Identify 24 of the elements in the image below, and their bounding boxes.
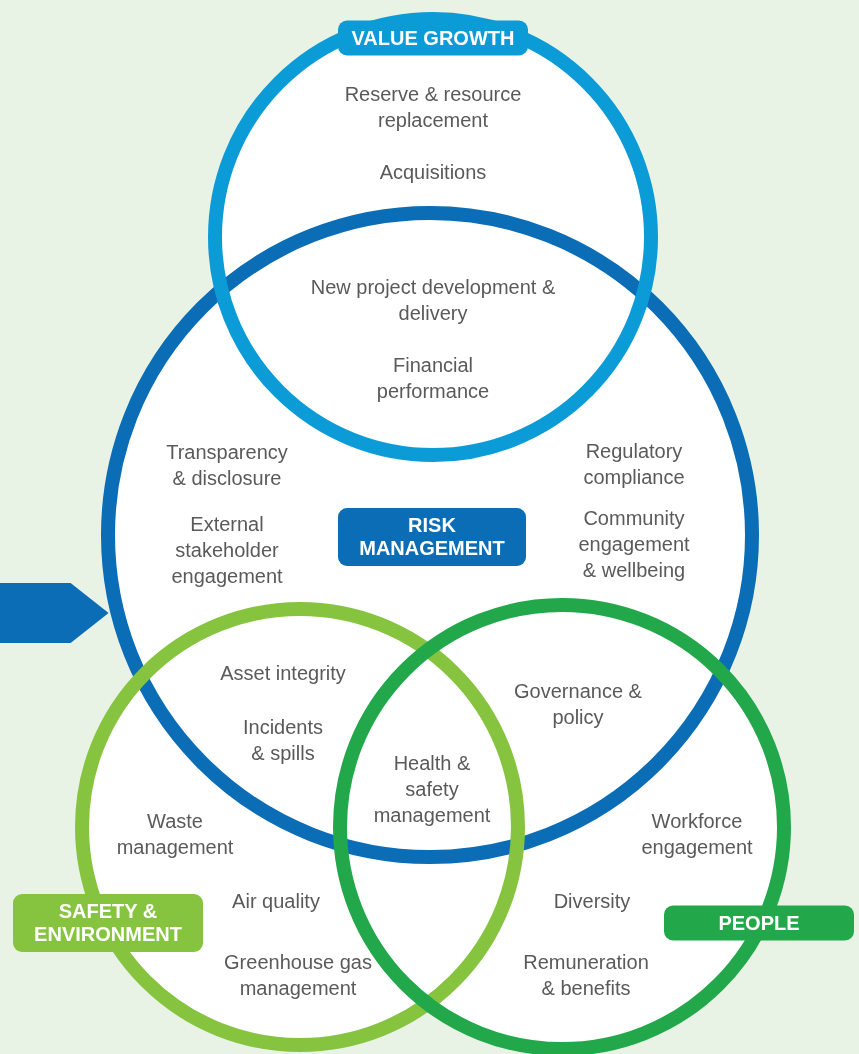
title-badge: PEOPLE — [664, 905, 854, 941]
region-label: Remuneration & benefits — [522, 950, 650, 1001]
region-label: Diversity — [552, 889, 632, 914]
region-label: Waste management — [115, 809, 235, 860]
chevron-arrow — [0, 583, 109, 643]
region-label: Financial performance — [375, 353, 491, 404]
region-label: Air quality — [231, 889, 321, 914]
region-label: Health & safety management — [372, 751, 492, 828]
region-label: External stakeholder engagement — [170, 512, 284, 589]
title-badge: SAFETY & ENVIRONMENT — [13, 894, 203, 952]
title-badge: RISK MANAGEMENT — [338, 508, 526, 566]
region-label: Governance & policy — [514, 679, 642, 730]
region-label: New project development & delivery — [309, 275, 557, 326]
region-label: Acquisitions — [378, 160, 488, 185]
region-label: Regulatory compliance — [582, 439, 686, 490]
region-label: Reserve & resource replacement — [343, 82, 523, 133]
title-badge: VALUE GROWTH — [338, 20, 528, 56]
region-label: Asset integrity — [219, 661, 347, 686]
region-label: Community engagement & wellbeing — [577, 506, 691, 583]
venn-circle — [101, 206, 759, 864]
region-label: Transparency & disclosure — [165, 440, 289, 491]
region-label: Incidents & spills — [241, 715, 325, 766]
region-label: Workforce engagement — [640, 809, 754, 860]
region-label: Greenhouse gas management — [223, 950, 373, 1001]
